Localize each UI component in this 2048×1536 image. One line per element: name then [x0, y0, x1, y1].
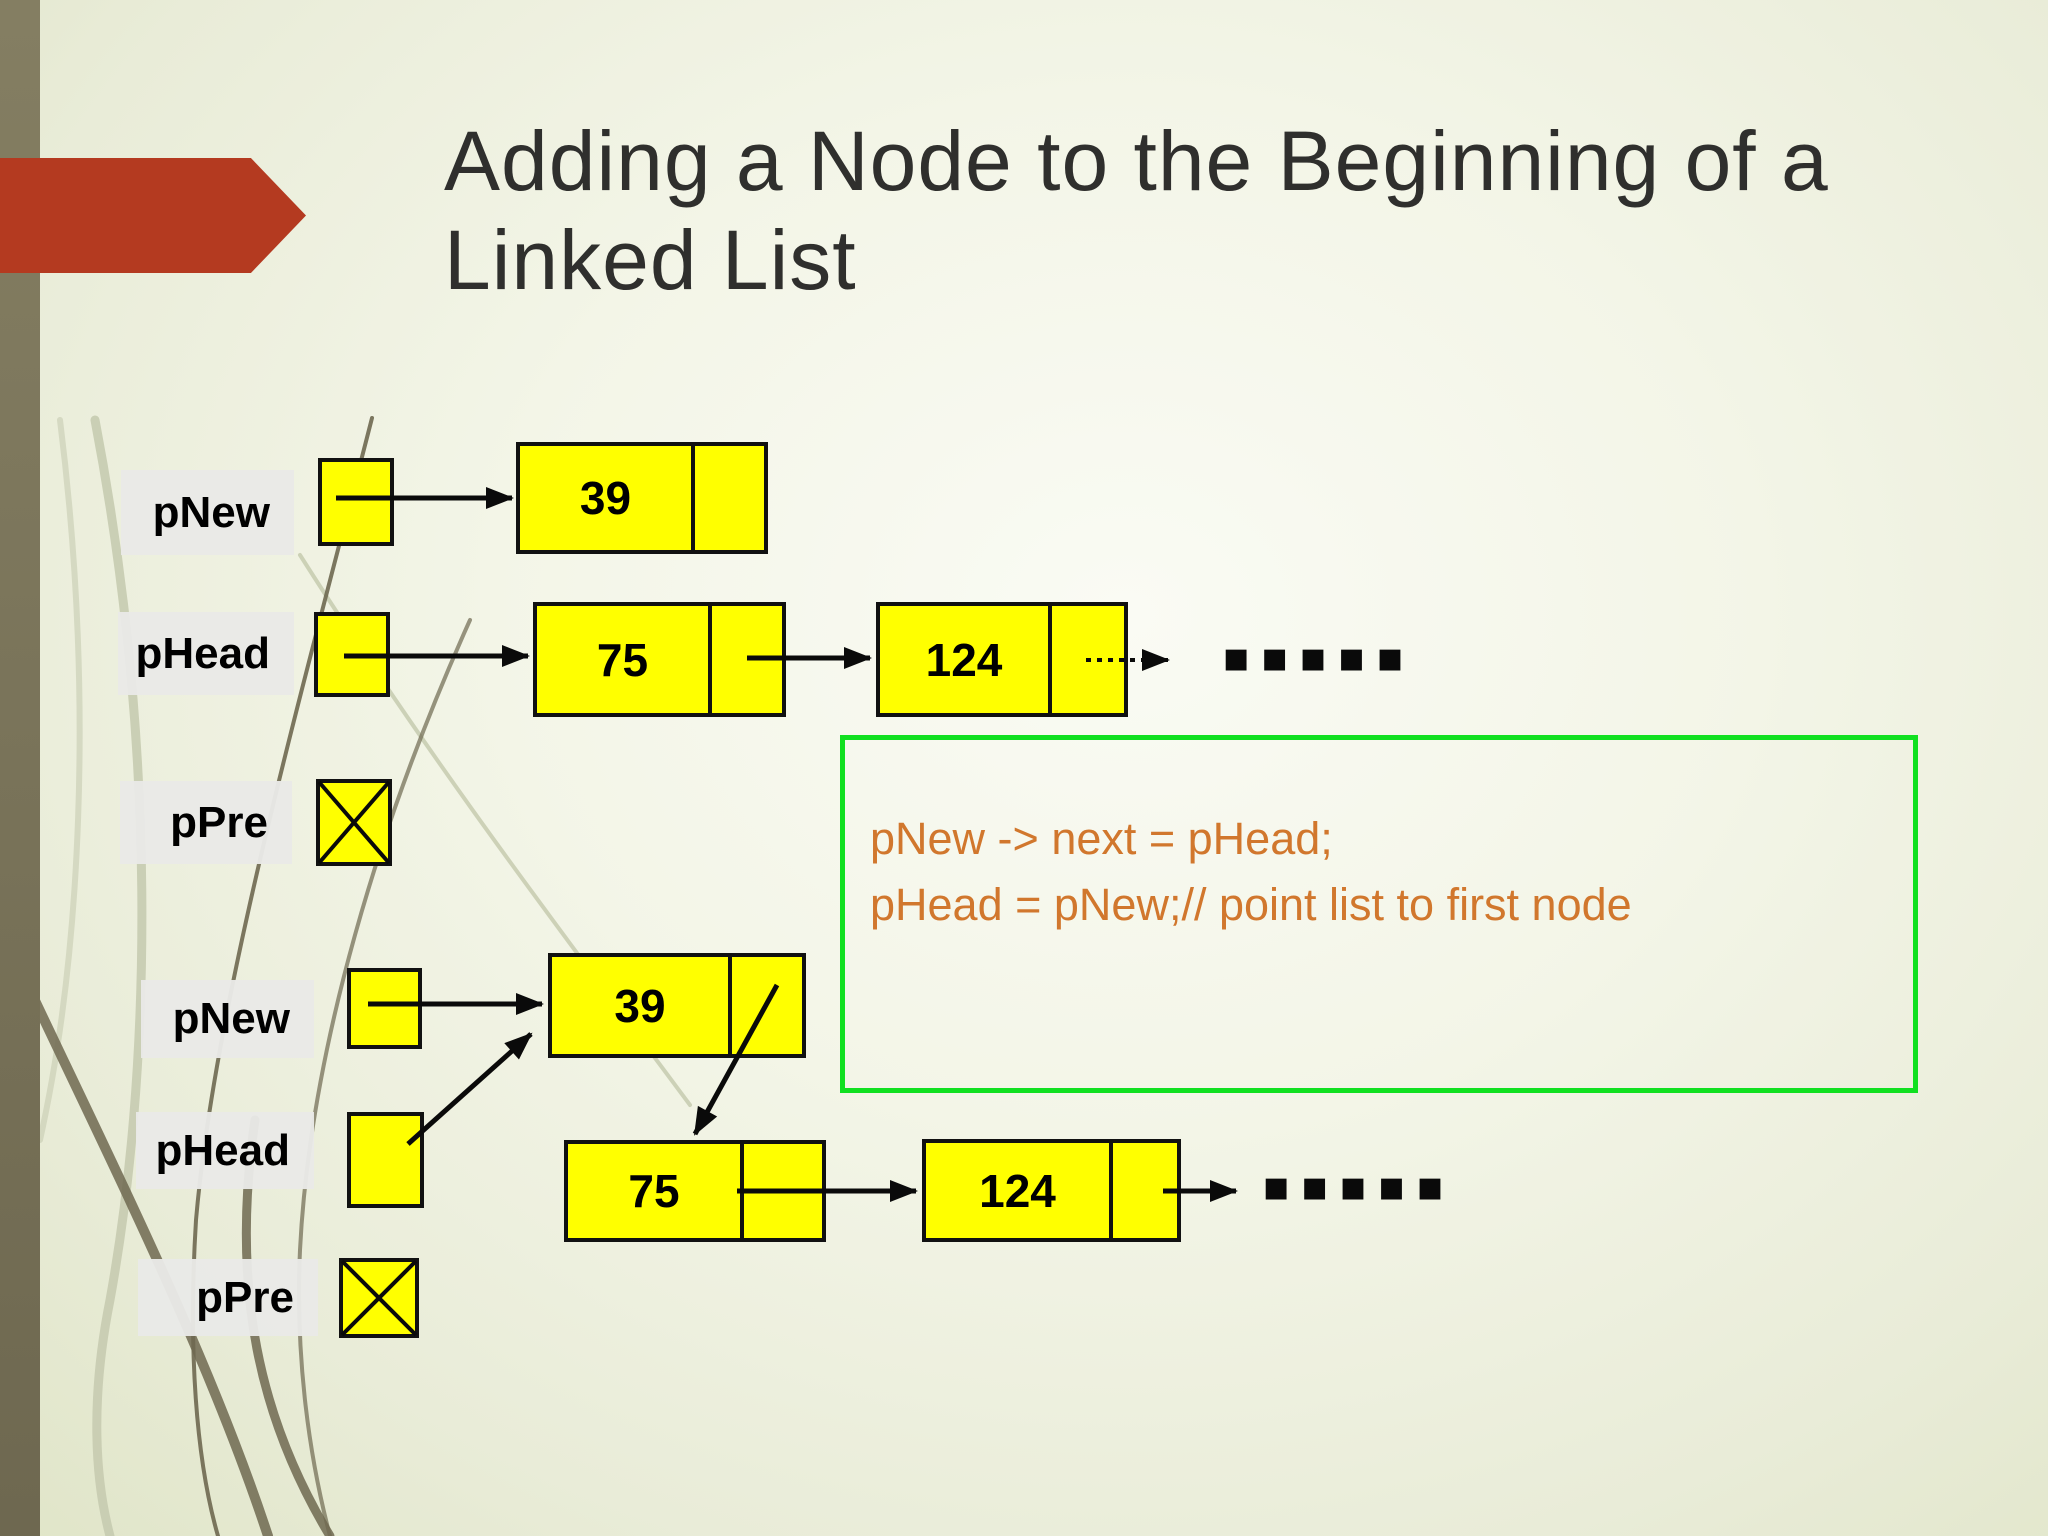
label-ppre-before: pPre: [120, 781, 292, 864]
node-124-before: 124: [876, 602, 1128, 717]
label-pnew-before: pNew: [121, 470, 294, 555]
node-39-before-value: 39: [579, 472, 632, 524]
label-phead-before: pHead: [118, 612, 294, 695]
phead-pointer-box-before: [314, 612, 390, 697]
ppre-null-box-before: [316, 779, 392, 866]
node-39-after-value: 39: [614, 979, 666, 1032]
label-phead-before-text: pHead: [135, 628, 270, 678]
label-ppre-after: pPre: [138, 1259, 318, 1336]
node-75-after-value: 75: [628, 1165, 680, 1217]
title-arrow-banner: [0, 158, 306, 273]
pnew-pointer-box-before: [318, 458, 394, 546]
node-124-before-value: 124: [925, 633, 1003, 686]
node-75-after-next: [740, 1144, 822, 1238]
node-39-before: 39: [516, 442, 768, 554]
label-ppre-before-text: pPre: [170, 797, 268, 847]
node-124-before-next: [1048, 606, 1124, 713]
label-ppre-after-text: pPre: [196, 1272, 294, 1322]
code-line-1: pNew -> next = pHead;: [870, 813, 1333, 864]
code-line-2: pHead = pNew;// point list to first node: [870, 879, 1632, 930]
slide-title: Adding a Node to the Beginning of a Link…: [444, 112, 1964, 310]
slide-title-line1: Adding a Node to the Beginning of a: [444, 114, 1829, 208]
pnew-pointer-box-after: [347, 968, 422, 1049]
node-75-before-value: 75: [596, 633, 649, 686]
list-continues-ellipsis-after: ▪▪▪▪▪: [1262, 1161, 1455, 1210]
node-75-after: 75: [564, 1140, 826, 1242]
label-pnew-after-text: pNew: [172, 994, 290, 1043]
label-pnew-after: pNew: [141, 980, 314, 1058]
node-75-before: 75: [533, 602, 786, 717]
code-highlight-box: [840, 735, 1918, 1093]
label-phead-after: pHead: [136, 1112, 314, 1189]
node-124-after: 124: [922, 1139, 1181, 1242]
node-124-after-value: 124: [979, 1164, 1056, 1217]
node-75-before-next: [708, 606, 782, 713]
label-phead-after-text: pHead: [155, 1125, 290, 1175]
list-continues-ellipsis-before: ▪▪▪▪▪: [1222, 632, 1415, 681]
node-124-after-next: [1109, 1143, 1177, 1238]
phead-pointer-box-after: [347, 1112, 424, 1208]
node-39-after: 39: [548, 953, 806, 1058]
slide-title-line2: Linked List: [444, 213, 857, 307]
ppre-null-box-after: [339, 1258, 419, 1338]
node-39-after-next: [728, 957, 802, 1054]
label-pnew-before-text: pNew: [152, 487, 270, 537]
node-39-before-next: [691, 446, 764, 550]
